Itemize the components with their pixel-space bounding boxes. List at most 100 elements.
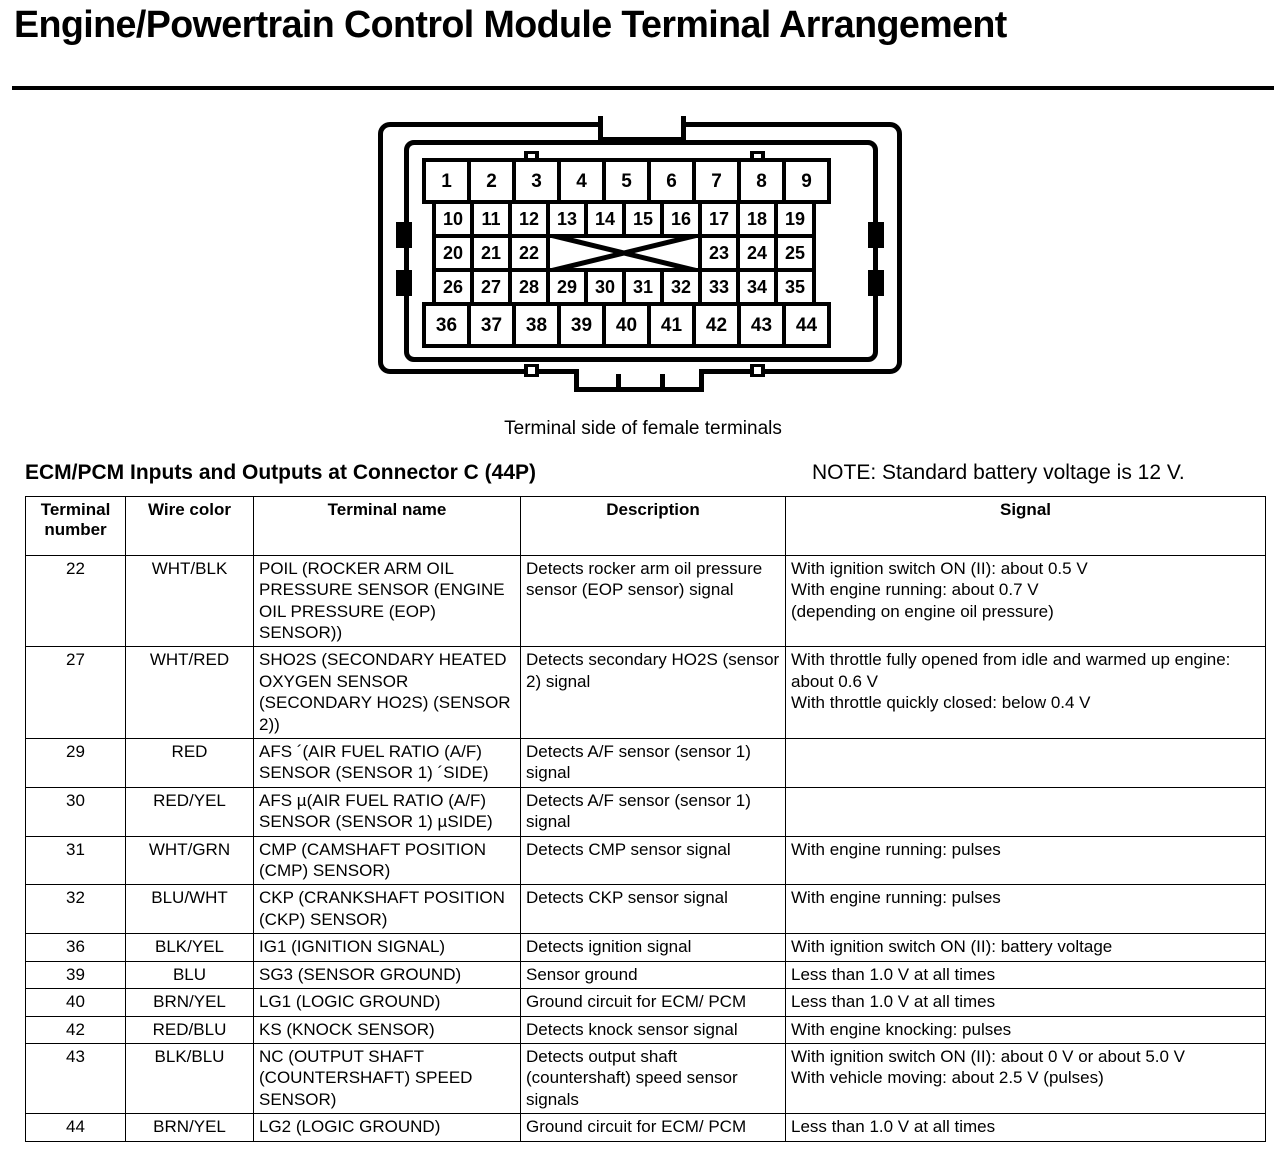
pin-17[interactable]: 17 bbox=[698, 200, 740, 238]
pin-row-5: 36 37 38 39 40 41 42 43 44 bbox=[422, 302, 831, 348]
pin-36[interactable]: 36 bbox=[422, 302, 471, 348]
cell-signal: With ignition switch ON (II): about 0.5 … bbox=[785, 554, 1266, 648]
pin-15[interactable]: 15 bbox=[622, 200, 664, 238]
header-description: Description bbox=[520, 496, 786, 556]
pin-33[interactable]: 33 bbox=[698, 268, 740, 306]
connector-notch-bottom-left bbox=[524, 364, 539, 377]
cell-terminal-number: 43 bbox=[25, 1042, 126, 1115]
cell-terminal-number: 44 bbox=[25, 1113, 126, 1142]
pin-16[interactable]: 16 bbox=[660, 200, 702, 238]
connector-bottom-lugs bbox=[574, 370, 704, 392]
pin-8[interactable]: 8 bbox=[737, 158, 786, 204]
pin-34[interactable]: 34 bbox=[736, 268, 778, 306]
pin-38[interactable]: 38 bbox=[512, 302, 561, 348]
pin-6[interactable]: 6 bbox=[647, 158, 696, 204]
connector-bottom-lug-divider-1 bbox=[616, 370, 621, 392]
cell-terminal-number: 22 bbox=[25, 554, 126, 648]
section-heading: ECM/PCM Inputs and Outputs at Connector … bbox=[25, 461, 537, 484]
cell-description: Detects CKP sensor signal bbox=[520, 884, 786, 935]
pin-27[interactable]: 27 bbox=[470, 268, 512, 306]
pin-4[interactable]: 4 bbox=[557, 158, 606, 204]
cell-terminal-number: 36 bbox=[25, 933, 126, 962]
pin-19[interactable]: 19 bbox=[774, 200, 816, 238]
pin-2[interactable]: 2 bbox=[467, 158, 516, 204]
cell-signal: Less than 1.0 V at all times bbox=[785, 1113, 1266, 1142]
cell-terminal-name: AFS µ(AIR FUEL RATIO (A/F) SENSOR (SENSO… bbox=[253, 786, 521, 837]
cell-signal: With ignition switch ON (II): about 0 V … bbox=[785, 1042, 1266, 1115]
cell-signal bbox=[785, 786, 1266, 837]
pin-42[interactable]: 42 bbox=[692, 302, 741, 348]
cell-terminal-name: IG1 (IGNITION SIGNAL) bbox=[253, 933, 521, 962]
pin-row-3: 20 21 22 23 24 25 bbox=[432, 234, 816, 272]
cell-description: Ground circuit for ECM/ PCM bbox=[520, 1113, 786, 1142]
cell-wire-color: RED/YEL bbox=[125, 786, 254, 837]
pin-43[interactable]: 43 bbox=[737, 302, 786, 348]
pin-7[interactable]: 7 bbox=[692, 158, 741, 204]
pin-28[interactable]: 28 bbox=[508, 268, 550, 306]
pin-44[interactable]: 44 bbox=[782, 302, 831, 348]
cell-signal: With engine running: pulses bbox=[785, 884, 1266, 935]
cell-terminal-name: LG1 (LOGIC GROUND) bbox=[253, 988, 521, 1017]
pin-21[interactable]: 21 bbox=[470, 234, 512, 272]
connector-top-lug-mask bbox=[603, 112, 681, 122]
cell-terminal-number: 40 bbox=[25, 988, 126, 1017]
pin-32[interactable]: 32 bbox=[660, 268, 702, 306]
pin-37[interactable]: 37 bbox=[467, 302, 516, 348]
pin-20[interactable]: 20 bbox=[432, 234, 474, 272]
pin-35[interactable]: 35 bbox=[774, 268, 816, 306]
pin-9[interactable]: 9 bbox=[782, 158, 831, 204]
pin-22[interactable]: 22 bbox=[508, 234, 550, 272]
pin-11[interactable]: 11 bbox=[470, 200, 512, 238]
connector-inner-housing bbox=[404, 140, 878, 362]
cell-description: Ground circuit for ECM/ PCM bbox=[520, 988, 786, 1017]
pin-31[interactable]: 31 bbox=[622, 268, 664, 306]
pin-3[interactable]: 3 bbox=[512, 158, 561, 204]
pin-41[interactable]: 41 bbox=[647, 302, 696, 348]
cell-signal: Less than 1.0 V at all times bbox=[785, 960, 1266, 990]
connector-bottom-lug-mask bbox=[579, 366, 699, 374]
connector-bottom-lug-divider-2 bbox=[660, 370, 665, 392]
pin-14[interactable]: 14 bbox=[584, 200, 626, 238]
terminal-spec-table: Terminal number Wire color Terminal name… bbox=[25, 496, 1266, 1142]
pin-12[interactable]: 12 bbox=[508, 200, 550, 238]
connector-side-tab-right-lower bbox=[868, 270, 884, 296]
pin-13[interactable]: 13 bbox=[546, 200, 588, 238]
cell-wire-color: WHT/BLK bbox=[125, 554, 254, 648]
cell-terminal-name: LG2 (LOGIC GROUND) bbox=[253, 1113, 521, 1142]
connector-side-tab-left-lower bbox=[396, 270, 412, 296]
connector-side-tab-left-upper bbox=[396, 222, 412, 248]
title-divider bbox=[12, 86, 1274, 90]
connector-pin-grid: 1 2 3 4 5 6 7 8 9 10 11 12 13 14 15 16 1… bbox=[422, 158, 858, 348]
pin-40[interactable]: 40 bbox=[602, 302, 651, 348]
pin-5[interactable]: 5 bbox=[602, 158, 651, 204]
pin-row-2: 10 11 12 13 14 15 16 17 18 19 bbox=[432, 200, 816, 238]
pin-23[interactable]: 23 bbox=[698, 234, 740, 272]
pin-18[interactable]: 18 bbox=[736, 200, 778, 238]
pin-39[interactable]: 39 bbox=[557, 302, 606, 348]
cell-signal: Less than 1.0 V at all times bbox=[785, 988, 1266, 1017]
diagram-caption: Terminal side of female terminals bbox=[504, 418, 782, 439]
cell-description: Detects ignition signal bbox=[520, 933, 786, 962]
header-terminal-number-line2: number bbox=[44, 520, 107, 540]
cell-description: Sensor ground bbox=[520, 960, 786, 990]
pin-26[interactable]: 26 bbox=[432, 268, 474, 306]
cell-description: Detects knock sensor signal bbox=[520, 1015, 786, 1044]
pin-row-4: 26 27 28 29 30 31 32 33 34 35 bbox=[432, 268, 816, 306]
table-header-row: Terminal number Wire color Terminal name… bbox=[25, 496, 1266, 556]
pin-1[interactable]: 1 bbox=[422, 158, 471, 204]
pin-29[interactable]: 29 bbox=[546, 268, 588, 306]
pin-10[interactable]: 10 bbox=[432, 200, 474, 238]
cell-signal: With engine running: pulses bbox=[785, 835, 1266, 886]
cell-terminal-name: CKP (CRANKSHAFT POSITION (CKP) SENSOR) bbox=[253, 884, 521, 935]
unused-terminal-area-x-mark bbox=[546, 234, 702, 272]
pin-25[interactable]: 25 bbox=[774, 234, 816, 272]
pin-24[interactable]: 24 bbox=[736, 234, 778, 272]
pin-30[interactable]: 30 bbox=[584, 268, 626, 306]
cell-terminal-number: 32 bbox=[25, 884, 126, 935]
